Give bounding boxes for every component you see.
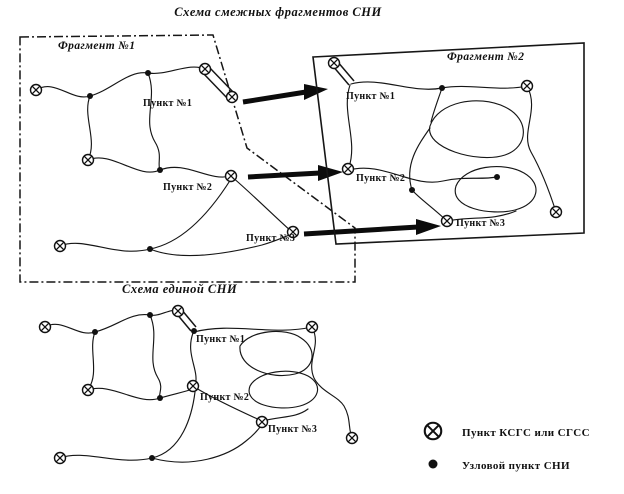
diagram-title: Схема смежных фрагментов СНИ [174, 5, 382, 19]
nodal-point-marker [157, 395, 163, 401]
legend-nodal-label: Узловой пункт СНИ [462, 460, 570, 472]
kcgs-point-marker [341, 162, 355, 176]
fragment2-point2-label: Пункт №2 [356, 173, 405, 184]
arrow-point2 [247, 170, 321, 180]
network-line [151, 423, 263, 463]
kcgs-point-marker [224, 169, 238, 183]
kcgs-point-marker [255, 415, 269, 429]
fragment2-point3-label: Пункт №3 [456, 218, 505, 229]
unified-network [38, 304, 359, 465]
legend-kcgs-label: Пункт КСГС или СГСС [462, 427, 590, 439]
kcgs-point-marker [345, 431, 359, 445]
network-line [446, 210, 517, 222]
unified-point3-label: Пункт №3 [268, 424, 317, 435]
point1-tie-line [207, 65, 236, 95]
network-line [59, 242, 151, 252]
point1-tie-line [201, 71, 230, 101]
nodal-point-marker [409, 187, 415, 193]
network-line [409, 127, 431, 191]
network-line [193, 326, 313, 333]
kcgs-point-marker [225, 90, 239, 104]
network-line [149, 314, 162, 399]
nodal-point-marker [494, 174, 500, 180]
fragment2-point1-label: Пункт №1 [346, 91, 395, 102]
kcgs-point-marker [198, 62, 212, 76]
network-line [195, 387, 263, 422]
kcgs-point-marker [171, 304, 185, 318]
kcgs-point-marker [38, 320, 52, 334]
network-line [87, 95, 92, 161]
nodal-point-marker [147, 312, 153, 318]
fragment1-point1-label: Пункт №1 [143, 98, 192, 109]
kcgs-point-marker [440, 214, 454, 228]
kcgs-point-marker [520, 79, 534, 93]
fragment2-network [327, 56, 563, 228]
fragment1-point2-label: Пункт №2 [163, 182, 212, 193]
network-line [311, 326, 353, 439]
nodal-point-marker [439, 85, 445, 91]
fragment2-label: Фрагмент №2 [447, 51, 524, 63]
network-line [526, 85, 557, 213]
contour-blob [454, 166, 537, 213]
nodal-point-marker [92, 329, 98, 335]
network-line [149, 178, 232, 250]
network-line [350, 81, 528, 90]
nodal-point-marker [87, 93, 93, 99]
contour-blob [248, 370, 319, 409]
network-line [87, 387, 194, 401]
network-line [430, 87, 443, 123]
contour-blob [429, 100, 524, 159]
arrow-point1 [242, 89, 307, 105]
arrow-point1-head [304, 84, 328, 100]
nodal-point-marker [149, 455, 155, 461]
kcgs-point-marker [81, 153, 95, 167]
nodal-point-marker [147, 246, 153, 252]
network-line [44, 309, 179, 334]
unified-scheme-title: Схема единой СНИ [122, 282, 238, 296]
fragment1-point3-label: Пункт №3 [246, 233, 295, 244]
network-line [59, 454, 153, 461]
nodal-point-marker [145, 70, 151, 76]
network-line [346, 84, 353, 168]
arrow-point2-head [318, 165, 343, 181]
legend: Пункт КСГС или СГСС Узловой пункт СНИ [423, 421, 590, 472]
network-line [411, 189, 448, 222]
kcgs-point-marker [81, 383, 95, 397]
network-line [230, 175, 293, 233]
correspondence-arrows [242, 84, 441, 237]
unified-point2-label: Пункт №2 [200, 392, 249, 403]
network-line [151, 391, 196, 459]
network-line [35, 66, 206, 98]
network-line [261, 408, 309, 422]
unified-point1-label: Пункт №1 [196, 334, 245, 345]
kcgs-point-marker [53, 451, 67, 465]
arrow-point3-head [416, 219, 441, 235]
network-line [147, 72, 161, 171]
arrow-point3 [303, 224, 419, 237]
kcgs-point-marker [327, 56, 341, 70]
kcgs-point-marker [29, 83, 43, 97]
fragment2-border [312, 42, 585, 245]
network-line [87, 331, 96, 391]
network-line [348, 167, 498, 183]
kcgs-point-marker [53, 239, 67, 253]
kcgs-point-marker [305, 320, 319, 334]
nodal-point-marker [157, 167, 163, 173]
network-line [149, 233, 293, 257]
fragment1-network [29, 62, 300, 257]
legend-kcgs-icon [423, 421, 443, 441]
fragment1-border [19, 34, 356, 283]
kcgs-point-marker [186, 379, 200, 393]
legend-nodal-icon [428, 459, 438, 469]
fragment1-label: Фрагмент №1 [58, 40, 135, 52]
contour-blob [239, 330, 313, 377]
kcgs-point-marker [549, 205, 563, 219]
